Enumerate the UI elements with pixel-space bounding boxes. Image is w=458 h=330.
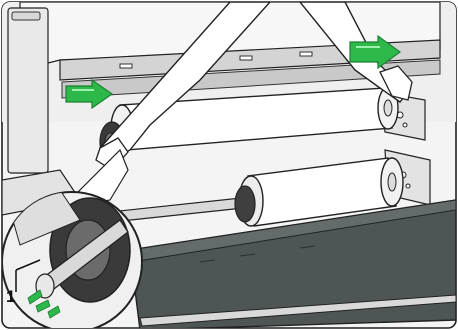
callout-number: 1 <box>6 288 15 305</box>
left-panel <box>8 8 48 173</box>
zoom-inset <box>2 190 142 330</box>
left-panel-slot <box>12 12 40 20</box>
